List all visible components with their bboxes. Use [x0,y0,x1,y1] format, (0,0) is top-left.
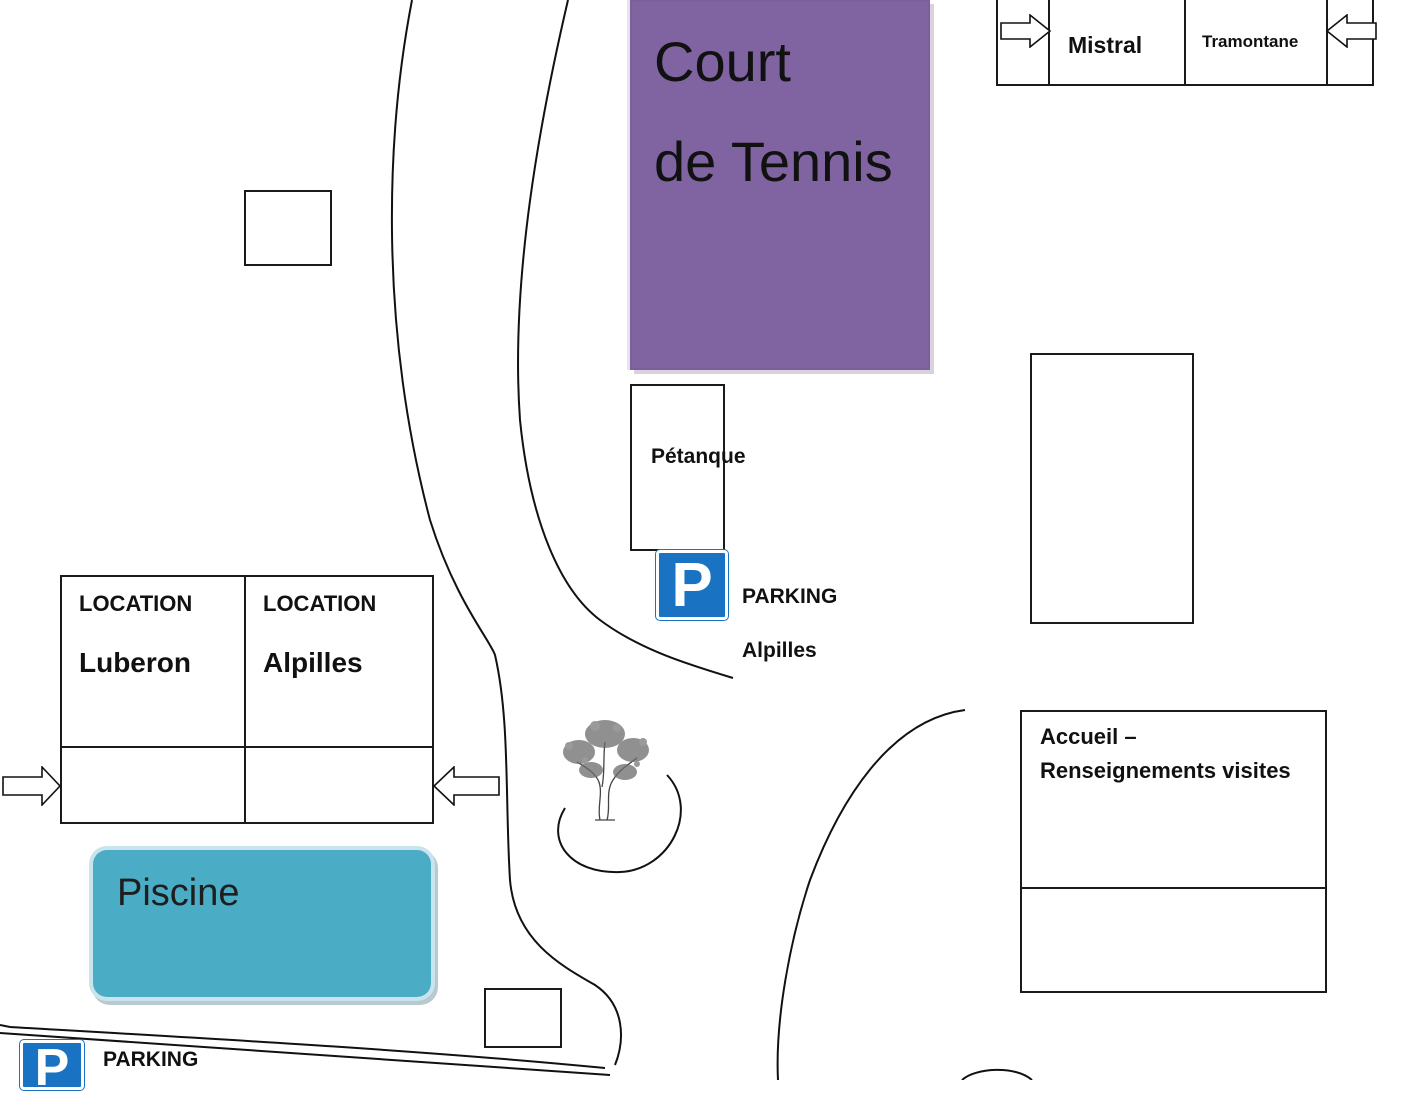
location-divider-horizontal [62,746,432,748]
location-divider-vertical [244,577,246,822]
reception-label-line2: Renseignements visites [1040,758,1291,783]
reception-divider [1022,887,1325,889]
parking-sign-icon: P [20,1039,84,1097]
parking-bottom-label: PARKING [103,1048,199,1071]
petanque-label: Pétanque [651,445,746,468]
cabin-mistral-label: Mistral [1068,32,1143,58]
path-curve-right [776,709,966,1080]
arrow-left-icon [1325,14,1377,48]
arrow-right-icon [1000,14,1052,48]
parking-alpilles-label-line1: PARKING [742,585,838,608]
swimming-pool: Piscine [93,850,431,997]
parking-sign-icon: P [656,550,728,620]
parking-sign-letter: P [34,1039,70,1097]
road-bottom-edge [0,1024,606,1069]
roundabout-bottom [961,1068,1033,1080]
tree-circle [557,774,682,874]
small-building-2 [484,988,562,1048]
cabin-divider-2 [1184,0,1186,84]
parking-alpilles-label-line2: Alpilles [742,639,817,662]
building-right [1030,353,1194,624]
location-alpilles-header: LOCATION [263,591,377,616]
path-right-edge [517,0,734,679]
location-luberon-name: Luberon [79,647,191,678]
reception-label-line1: Accueil – [1040,724,1137,749]
arrow-right-icon [2,766,62,806]
petanque-area [630,384,725,551]
location-building [60,575,434,824]
cabin-divider-3 [1326,0,1328,84]
location-alpilles-name: Alpilles [263,647,363,678]
path-left-edge [390,0,622,1066]
location-luberon-header: LOCATION [79,591,193,616]
road-bottom-left [0,1032,611,1076]
parking-sign-letter: P [671,550,713,620]
arrow-left-icon [432,766,500,806]
swimming-pool-label: Piscine [117,872,240,914]
cabin-tramontane-label: Tramontane [1202,32,1299,51]
cabins-top: Mistral Tramontane [996,0,1374,86]
olive-tree-icon [563,720,649,821]
small-building-1 [244,190,332,266]
tennis-court-label-line2: de Tennis [654,130,893,193]
tennis-court: Court de Tennis [630,0,930,370]
cabin-divider-1 [1048,0,1050,84]
reception-building [1020,710,1327,993]
tennis-court-label-line1: Court [654,30,791,93]
